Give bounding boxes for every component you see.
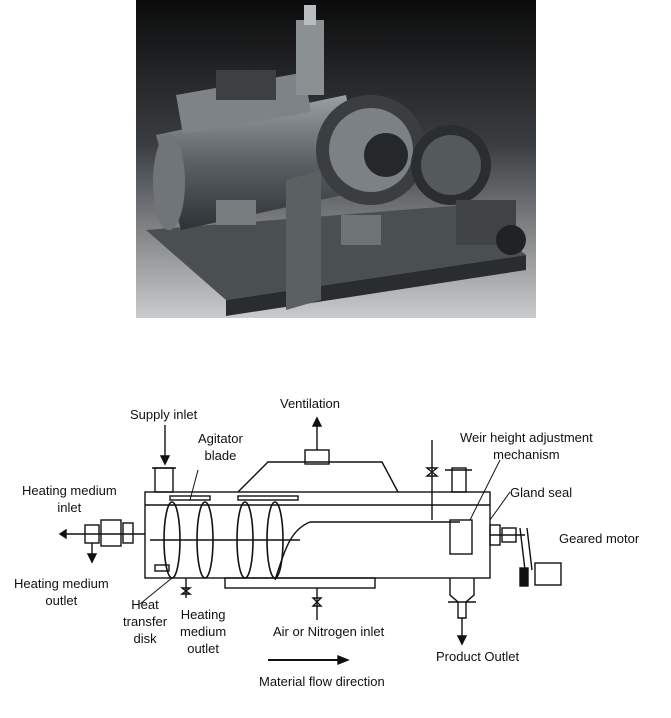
gland-seal-label: Gland seal bbox=[510, 485, 573, 500]
dryer-schematic: Ventilation Supply inlet Agitator blade … bbox=[0, 380, 671, 713]
supply-inlet-label: Supply inlet bbox=[130, 407, 198, 422]
heat-transfer-disk-label: Heat transfer disk bbox=[123, 597, 168, 646]
material-flow-label: Material flow direction bbox=[259, 674, 385, 689]
air-nitrogen-inlet-label: Air or Nitrogen inlet bbox=[273, 624, 385, 639]
product-outlet-label: Product Outlet bbox=[436, 649, 520, 664]
heating-medium-outlet-left-label: Heating medium outlet bbox=[14, 576, 109, 608]
weir-height-label: Weir height adjustment mechanism bbox=[460, 430, 593, 462]
dryer-photograph bbox=[136, 0, 536, 318]
ventilation-label: Ventilation bbox=[280, 396, 340, 411]
geared-motor-label: Geared motor bbox=[559, 531, 640, 546]
heating-medium-outlet-bottom-label: Heating medium outlet bbox=[180, 607, 227, 656]
agitator-blade-label: Agitator blade bbox=[198, 431, 243, 463]
heating-medium-inlet-label: Heating medium inlet bbox=[22, 483, 117, 515]
